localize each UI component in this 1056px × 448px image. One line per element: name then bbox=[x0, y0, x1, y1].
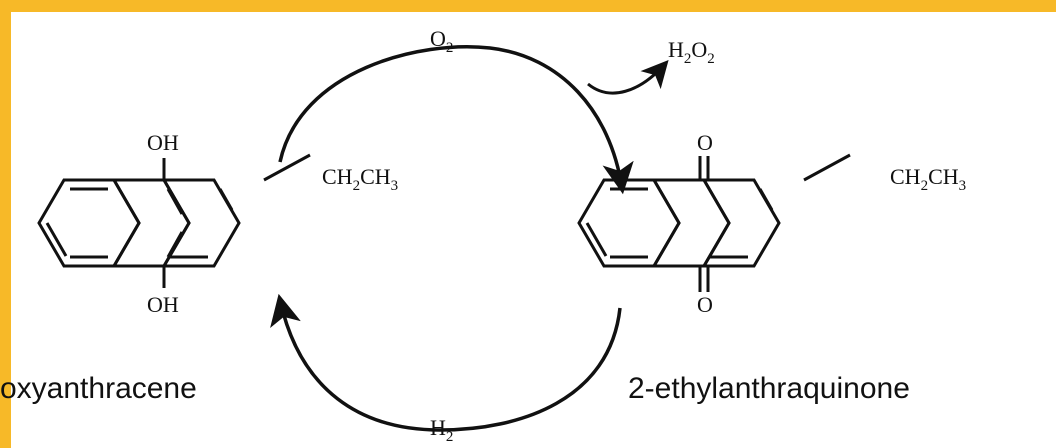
left-molecule-caption: oxyanthracene bbox=[0, 372, 197, 405]
peroxide-release-arrow bbox=[587, 59, 669, 95]
right-ethyl-group: CH2CH3 bbox=[890, 164, 966, 194]
left-molecule-structure bbox=[37, 153, 311, 288]
right-bottom-substituent: O bbox=[697, 292, 713, 317]
right-top-substituent: O bbox=[697, 130, 713, 155]
hydrogen-reagent-label: H2 bbox=[430, 415, 453, 445]
frame-top-border bbox=[0, 0, 1056, 12]
left-bottom-substituent: OH bbox=[147, 292, 179, 317]
frame-left-border bbox=[0, 0, 11, 448]
oxidation-arrow bbox=[278, 45, 634, 195]
peroxide-product-label: H2O2 bbox=[668, 37, 715, 67]
right-molecule-caption: 2-ethylanthraquinone bbox=[628, 372, 910, 405]
hydrogenation-arrow bbox=[270, 293, 622, 432]
left-top-substituent: OH bbox=[147, 130, 179, 155]
left-ethyl-group: CH2CH3 bbox=[322, 164, 398, 194]
oxygen-reagent-label: O2 bbox=[430, 26, 453, 56]
